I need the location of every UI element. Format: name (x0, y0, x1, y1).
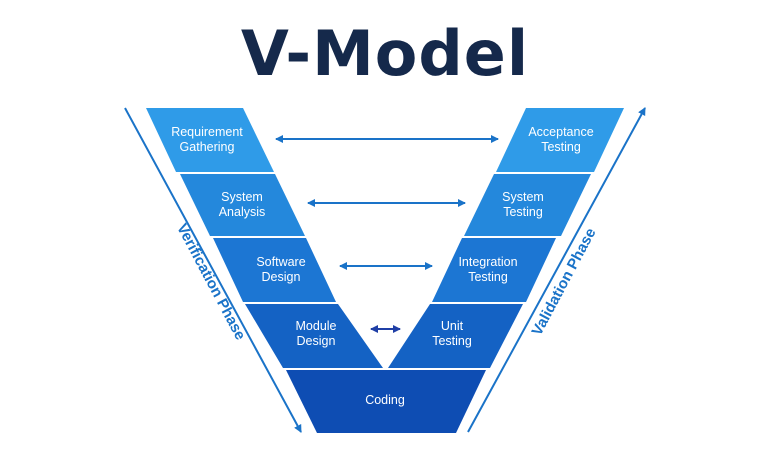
right-block-label-line2: Testing (468, 270, 508, 284)
left-block-label-line1: Requirement (171, 125, 243, 139)
right-block-label-line2: Testing (541, 140, 581, 154)
right-block-label-line1: Acceptance (528, 125, 593, 139)
left-block-label-line2: Design (297, 334, 336, 348)
verification-phase-arrow (124, 107, 302, 433)
right-block-system-testing: System Testing (464, 174, 591, 236)
left-block-label-line1: Software (256, 255, 305, 269)
left-block-label-line2: Design (262, 270, 301, 284)
page-title: V-Model (240, 17, 530, 90)
right-block-acceptance-testing: Acceptance Testing (496, 108, 624, 172)
left-block-label-line2: Gathering (180, 140, 235, 154)
right-block-label-line2: Testing (503, 205, 543, 219)
bottom-block-coding: Coding (286, 370, 486, 433)
right-block-label-line2: Testing (432, 334, 472, 348)
validation-phase-arrow (467, 107, 646, 433)
left-block-software-design: Software Design (213, 238, 336, 302)
right-block-label-line1: System (502, 190, 544, 204)
left-block-label-line1: Module (296, 319, 337, 333)
right-block-unit-testing: Unit Testing (388, 304, 523, 368)
bottom-block-label: Coding (365, 393, 405, 407)
left-block-label-line1: System (221, 190, 263, 204)
left-block-system-analysis: System Analysis (180, 174, 305, 236)
left-block-requirement-gathering: Requirement Gathering (146, 108, 274, 172)
right-block-label-line1: Integration (458, 255, 517, 269)
left-block-label-line2: Analysis (219, 205, 266, 219)
right-block-label-line1: Unit (441, 319, 464, 333)
left-block-module-design: Module Design (245, 304, 383, 368)
right-block-integration-testing: Integration Testing (432, 238, 556, 302)
